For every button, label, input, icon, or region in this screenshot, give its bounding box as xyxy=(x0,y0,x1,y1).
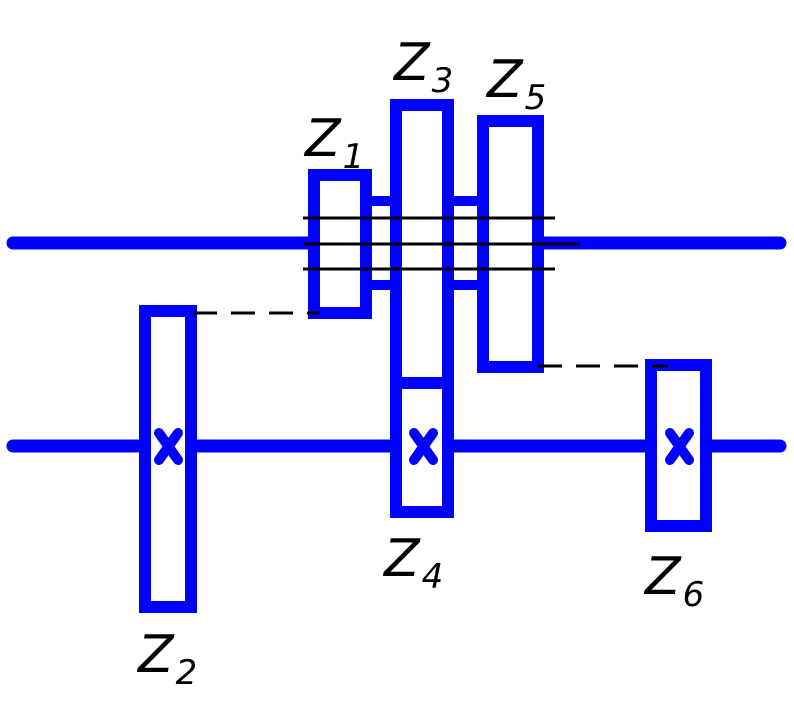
fixed-mark-z2-icon xyxy=(154,428,183,465)
gear-z2 xyxy=(139,305,197,613)
label-z1: Z1 xyxy=(303,109,364,177)
fixed-mark-z4-icon xyxy=(409,428,438,465)
spline-lines xyxy=(303,216,555,271)
label-z3: Z3 xyxy=(392,33,453,101)
label-z6: Z6 xyxy=(643,547,704,615)
label-z5: Z5 xyxy=(485,50,546,118)
label-z2: Z2 xyxy=(136,625,197,693)
label-z4: Z4 xyxy=(382,529,443,597)
fixed-mark-z6-icon xyxy=(665,428,694,465)
